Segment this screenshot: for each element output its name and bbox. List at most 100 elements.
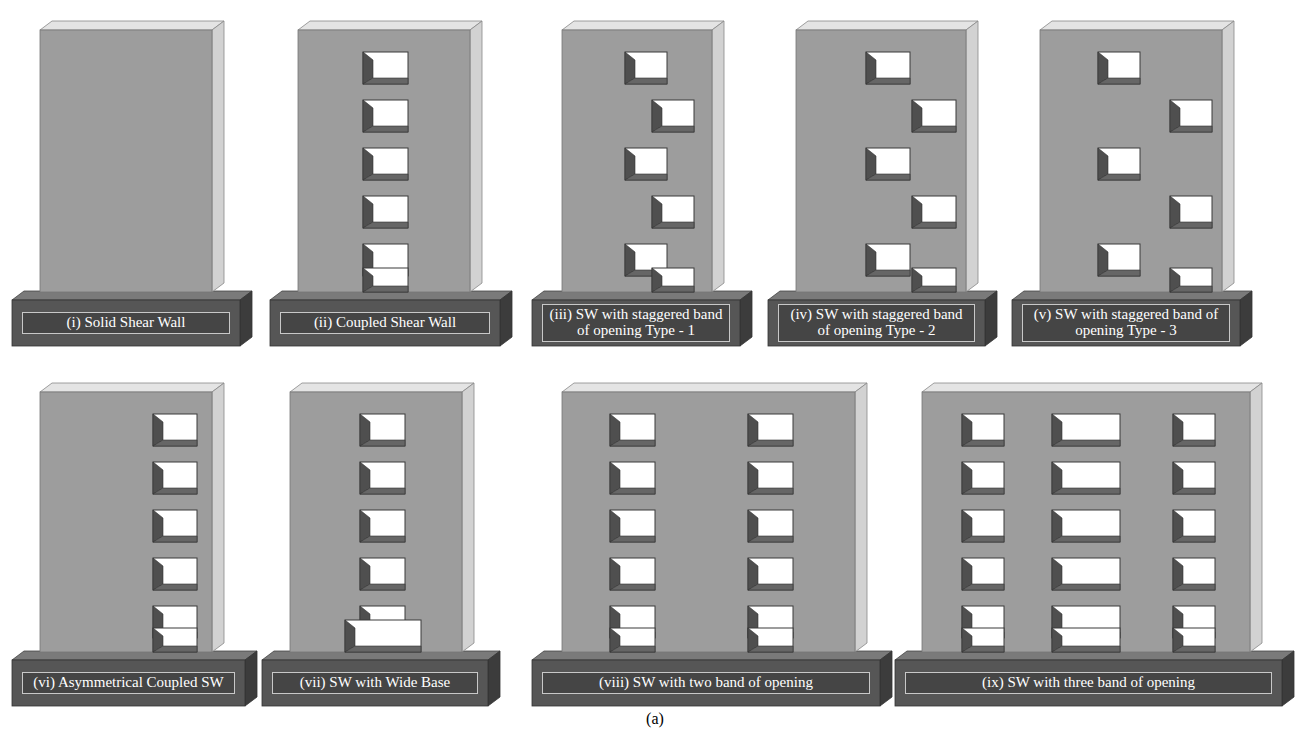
- opening: [153, 558, 197, 590]
- shear-wall-figure: [262, 383, 500, 706]
- opening: [962, 510, 1004, 542]
- wall-top-face: [922, 383, 1262, 392]
- base-front-face: [1012, 300, 1240, 346]
- wall-top-face: [40, 21, 224, 30]
- opening: [962, 462, 1004, 494]
- wall-top-face: [562, 21, 724, 30]
- wall-front-face: [796, 30, 966, 292]
- opening: [363, 148, 408, 180]
- base-front-face: [262, 660, 488, 706]
- base-front-face: [270, 300, 500, 346]
- base-side-face: [488, 651, 500, 706]
- opening-sill-face: [360, 536, 405, 542]
- shear-wall-figure: [270, 21, 512, 346]
- opening: [1098, 148, 1140, 180]
- opening-sill-face: [962, 440, 1004, 446]
- opening-sill-face: [625, 78, 667, 84]
- opening-sill-face: [360, 584, 405, 590]
- opening: [652, 268, 694, 292]
- opening: [153, 628, 197, 652]
- opening-sill-face: [962, 584, 1004, 590]
- wall-label: (vii) SW with Wide Base: [300, 675, 451, 691]
- opening-sill-face: [1098, 270, 1140, 276]
- opening: [748, 558, 793, 590]
- opening-sill-face: [748, 584, 793, 590]
- wall-side-face: [1250, 383, 1262, 652]
- opening: [360, 558, 405, 590]
- opening: [748, 414, 793, 446]
- shear-wall-figure: [532, 383, 892, 706]
- opening: [1173, 510, 1215, 542]
- wall-side-face: [1222, 21, 1234, 292]
- opening-sill-face: [962, 488, 1004, 494]
- wall-top-face: [562, 383, 867, 392]
- shear-wall-figure: [768, 21, 997, 346]
- opening-sill-face: [153, 584, 197, 590]
- wall-label-panel: (ix) SW with three band of opening: [905, 672, 1272, 694]
- opening-sill-face: [153, 488, 197, 494]
- wall-top-face: [796, 21, 978, 30]
- wall-side-face: [966, 21, 978, 292]
- opening: [652, 196, 694, 228]
- opening-sill-face: [363, 222, 408, 228]
- opening: [866, 244, 910, 276]
- opening: [1052, 628, 1120, 652]
- opening: [652, 100, 694, 132]
- wall-label-panel: (viii) SW with two band of opening: [542, 672, 870, 694]
- opening: [866, 148, 910, 180]
- opening: [363, 196, 408, 228]
- opening-sill-face: [610, 488, 655, 494]
- opening: [1173, 462, 1215, 494]
- base-side-face: [880, 651, 892, 706]
- opening: [625, 52, 667, 84]
- wall-front-face: [922, 392, 1250, 652]
- opening-sill-face: [610, 536, 655, 542]
- opening-sill-face: [153, 440, 197, 446]
- opening: [153, 414, 197, 446]
- base-side-face: [740, 291, 752, 346]
- shear-wall-figure: [895, 383, 1294, 706]
- opening-sill-face: [153, 646, 197, 652]
- opening: [1052, 414, 1120, 446]
- opening-sill-face: [652, 286, 694, 292]
- opening-sill-face: [363, 286, 408, 292]
- wall-label-panel: (vii) SW with Wide Base: [272, 672, 478, 694]
- wall-side-face: [212, 383, 224, 652]
- opening: [360, 462, 405, 494]
- opening-sill-face: [912, 222, 956, 228]
- wall-top-face: [298, 21, 482, 30]
- opening: [1170, 100, 1212, 132]
- base-front-face: [768, 300, 985, 346]
- base-front-face: [532, 300, 740, 346]
- wall-top-face: [1040, 21, 1234, 30]
- opening: [748, 510, 793, 542]
- base-front-face: [12, 300, 240, 346]
- figure-caption: (a): [646, 710, 664, 728]
- opening: [363, 268, 408, 292]
- opening-sill-face: [748, 440, 793, 446]
- opening-sill-face: [153, 536, 197, 542]
- opening-sill-face: [866, 270, 910, 276]
- wall-side-face: [462, 383, 474, 652]
- opening-sill-face: [1098, 78, 1140, 84]
- base-side-face: [985, 291, 997, 346]
- opening-sill-face: [1052, 440, 1120, 446]
- wall-front-face: [1040, 30, 1222, 292]
- base-front-face: [532, 660, 880, 706]
- wall-label: (ix) SW with three band of opening: [982, 675, 1195, 691]
- base-side-face: [1282, 651, 1294, 706]
- wall-label: (i) Solid Shear Wall: [67, 315, 186, 331]
- opening-sill-face: [1052, 646, 1120, 652]
- shear-wall-figure: [532, 21, 752, 346]
- opening-sill-face: [610, 584, 655, 590]
- opening-sill-face: [912, 126, 956, 132]
- opening: [962, 558, 1004, 590]
- opening: [1098, 52, 1140, 84]
- opening-sill-face: [360, 488, 405, 494]
- wall-front-face: [562, 30, 712, 292]
- opening: [360, 414, 405, 446]
- wall-side-face: [212, 21, 224, 292]
- wall-label: (viii) SW with two band of opening: [599, 675, 813, 691]
